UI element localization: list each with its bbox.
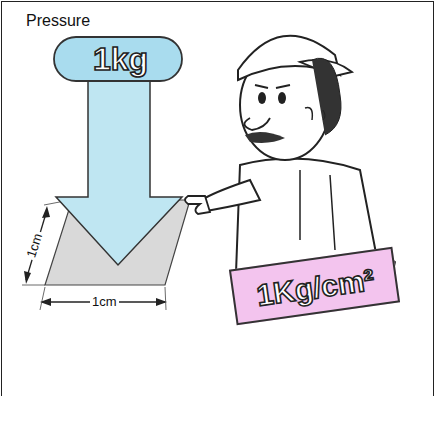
worker-eye <box>258 92 266 104</box>
dimension-label: 1cm <box>23 230 46 262</box>
extension-line <box>165 287 166 310</box>
dimension-label: 1cm <box>90 294 119 309</box>
worker-mustache <box>245 132 285 143</box>
worker-brows <box>255 85 290 88</box>
arrow-cap <box>54 37 182 81</box>
dimension-arrowhead <box>24 271 31 284</box>
dimension-arrowhead <box>42 206 50 218</box>
pointing-hand <box>185 196 210 214</box>
sweat-drop <box>323 110 325 120</box>
sign-text: 1Kg/cm² <box>254 263 376 313</box>
extension-line <box>22 285 45 286</box>
diagram-title: Pressure <box>26 12 90 30</box>
worker-hair <box>312 58 341 135</box>
weight-text: 1kg <box>93 41 148 78</box>
worker-ear <box>305 108 312 121</box>
worker-eye <box>278 92 286 104</box>
worker-nose <box>244 118 270 130</box>
weight-arrow: 1kg <box>50 35 190 270</box>
arrow-body <box>56 79 182 265</box>
extension-line <box>40 287 45 310</box>
overall-straps <box>300 170 335 250</box>
